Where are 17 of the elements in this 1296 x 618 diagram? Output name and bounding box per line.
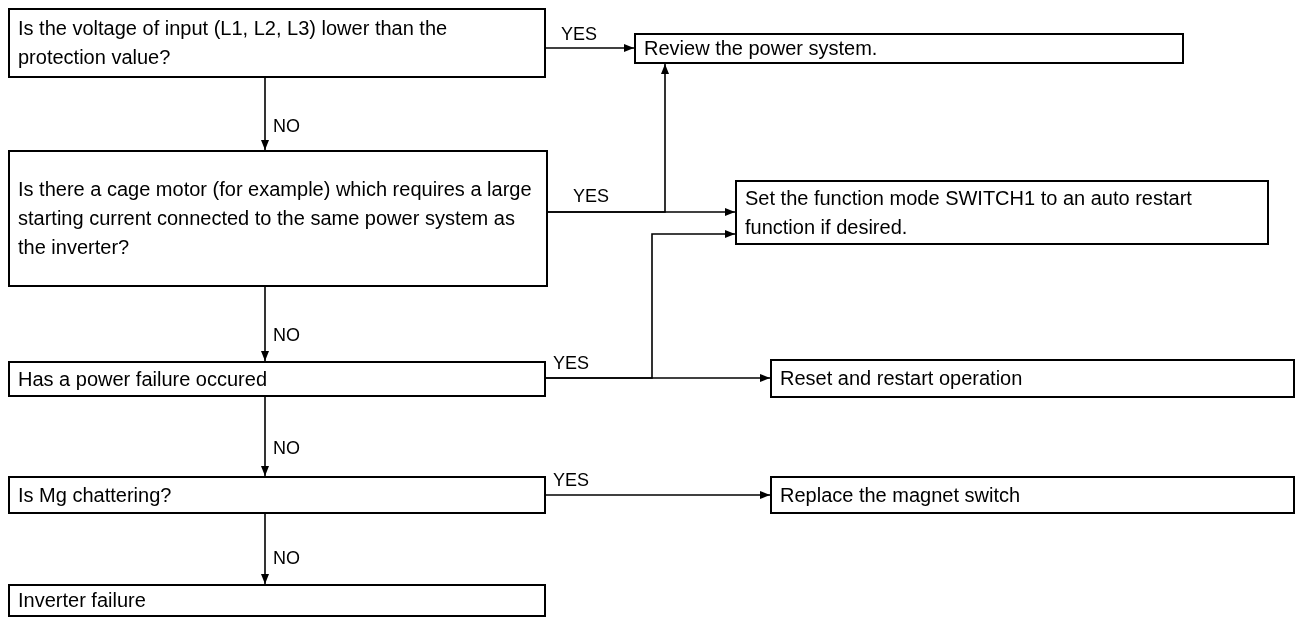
process-box: Reset and restart operation <box>770 359 1295 398</box>
arrow <box>261 513 269 585</box>
process-box: Has a power failure occured <box>8 361 546 397</box>
process-box: Set the function mode SWITCH1 to an auto restart function if desired. <box>735 180 1269 245</box>
arrow <box>547 208 736 216</box>
process-box: Review the power system. <box>634 33 1184 64</box>
arrow <box>545 491 771 499</box>
arrow <box>261 396 269 477</box>
process-box: Is the voltage of input (L1, L2, L3) lower than the protection value? <box>8 8 546 78</box>
arrow <box>545 374 771 382</box>
process-box: Is Mg chattering? <box>8 476 546 514</box>
arrow <box>545 44 635 52</box>
process-box: Is there a cage motor (for example) which requires a large starting current connected to the same power system as the inverter? <box>8 150 548 287</box>
process-box: Replace the magnet switch <box>770 476 1295 514</box>
arrow <box>261 286 269 362</box>
process-box: Inverter failure <box>8 584 546 617</box>
arrow <box>261 77 269 151</box>
